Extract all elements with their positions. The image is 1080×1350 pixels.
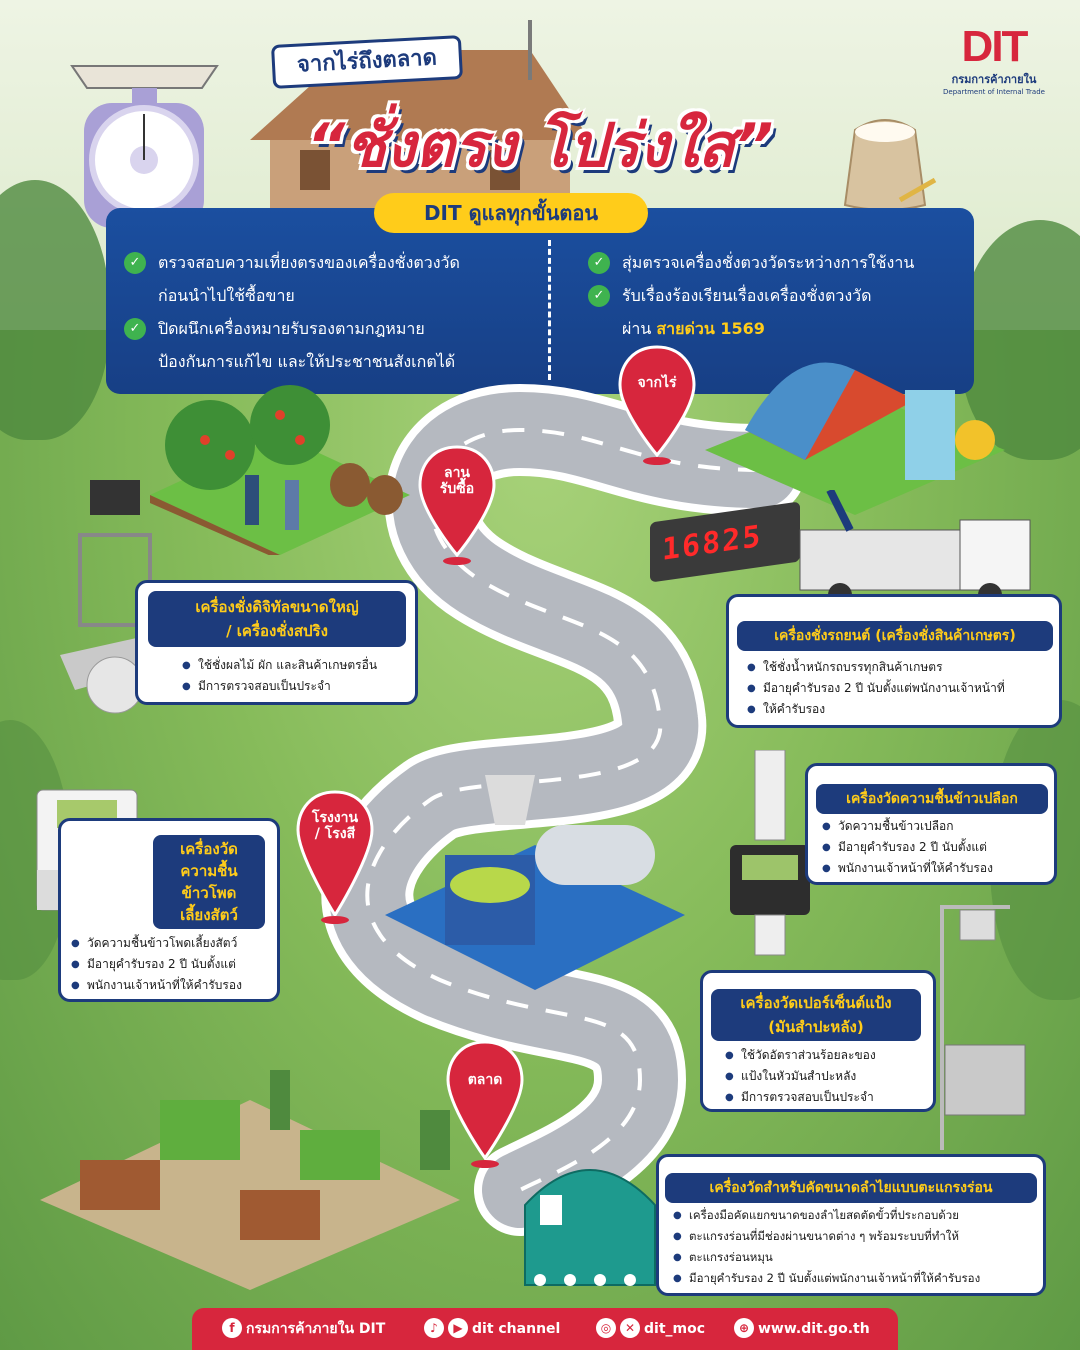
orchard-illustration (150, 385, 410, 555)
truck-scale-illustration (799, 490, 1031, 607)
check-icon: ✓ (124, 318, 146, 340)
list-item: มีการตรวจสอบเป็นประจำ (725, 1087, 931, 1108)
starch-scale-illustration (940, 905, 1026, 1150)
info-divider (548, 240, 551, 380)
check-icon: ✓ (124, 252, 146, 274)
info-item: ✓ ปิดผนึกเครื่องหมายรับรองตามกฎหมาย (124, 312, 544, 345)
list-item: ใช้วัดอัตราส่วนร้อยละของ (725, 1045, 931, 1066)
location-pin-yard: ลาน รับซื้อ (418, 445, 496, 565)
page-title: “ชั่งตรง โปร่งใส” (306, 111, 774, 181)
card-list: วัดความชื้นข้าวโพดเลี้ยงสัตว์ มีอายุคำรั… (71, 933, 277, 996)
facebook-icon: f (222, 1318, 242, 1338)
info-item: ✓ รับเรื่องร้องเรียนเรื่องเครื่องชั่งตวง… (588, 279, 968, 312)
list-item: มีอายุคำรับรอง 2 ปี นับตั้งแต่ (822, 837, 1054, 858)
list-item: เครื่องมือคัดแยกขนาดของลำไยสดตัดขั้วที่ป… (673, 1205, 1043, 1226)
tree-decoration (960, 220, 1080, 460)
x-icon: ✕ (620, 1318, 640, 1338)
location-pin-market: ตลาด (446, 1040, 524, 1168)
pin-label: โรงงาน / โรงสี (311, 810, 359, 842)
logo-thai-name: กรมการค้าภายใน (951, 73, 1037, 86)
list-item-continuation: ตะแกรงร่อนที่มีช่องผ่านขนาดต่าง ๆ พร้อมร… (673, 1226, 1043, 1247)
info-item: ✓ ตรวจสอบความเที่ยงตรงของเครื่องชั่งตวงว… (124, 246, 544, 279)
card-title: เครื่องวัดเปอร์เซ็นต์แป้ง (มันสำปะหลัง) (711, 989, 921, 1041)
list-item-continuation: พนักงานเจ้าหน้าที่ให้คำรับรอง (71, 975, 277, 996)
info-list-right: ✓ สุ่มตรวจเครื่องชั่งตวงวัดระหว่างการใช้… (588, 246, 968, 345)
pin-label: จากไร่ (637, 375, 677, 391)
youtube-icon: ▶ (448, 1318, 468, 1338)
map-pin-icon (296, 790, 374, 924)
card-list: ใช้ชั่งผลไม้ ผัก และสินค้าเกษตรอื่น มีกา… (182, 655, 412, 697)
list-item: วัดความชื้นข้าวโพดเลี้ยงสัตว์ (71, 933, 277, 954)
footer-web-link[interactable]: ⊕www.dit.go.th (734, 1318, 870, 1340)
list-item-continuation: ให้คำรับรอง (747, 699, 1057, 720)
logo-mark: DIT (961, 22, 1029, 71)
list-item: มีอายุคำรับรอง 2 ปี นับตั้งแต่พนักงานเจ้… (747, 678, 1057, 699)
location-pin-farm: จากไร่ (618, 345, 696, 465)
card-list: ใช้ชั่งน้ำหนักรถบรรทุกสินค้าเกษตร มีอายุ… (747, 657, 1057, 720)
card-digital-scale: เครื่องชั่งดิจิทัลขนาดใหญ่ / เครื่องชั่ง… (135, 580, 418, 705)
info-item-continuation: ป้องกันการแก้ไข และให้ประชาชนสังเกตได้ (158, 352, 456, 371)
list-item: มีการตรวจสอบเป็นประจำ (182, 676, 412, 697)
list-item-continuation: พนักงานเจ้าหน้าที่ให้คำรับรอง (822, 858, 1054, 879)
card-list: วัดความชื้นข้าวเปลือก มีอายุคำรับรอง 2 ป… (822, 816, 1054, 879)
list-item: มีอายุคำรับรอง 2 ปี นับตั้งแต่พนักงานเจ้… (673, 1268, 1043, 1289)
card-corn-moisture: เครื่องวัด ความชื้น ข้าวโพด เลี้ยงสัตว์ … (58, 818, 280, 1002)
list-item-continuation: แป้งในหัวมันสำปะหลัง (725, 1066, 931, 1087)
card-title: เครื่องชั่งดิจิทัลขนาดใหญ่ / เครื่องชั่ง… (148, 591, 406, 647)
logo-english-name: Department of Internal Trade (943, 88, 1045, 96)
dit-logo: DIT กรมการค้าภายใน Department of Interna… (934, 22, 1054, 97)
footer-social-link[interactable]: ◎✕dit_moc (596, 1318, 705, 1340)
info-item-continuation: ผ่าน สายด่วน 1569 (622, 319, 765, 338)
pin-label: ตลาด (467, 1072, 503, 1088)
map-pin-icon (418, 445, 496, 565)
list-item: ใช้ชั่งน้ำหนักรถบรรทุกสินค้าเกษตร (747, 657, 1057, 678)
weight-display-value: 16825 (662, 518, 763, 568)
list-item: ใช้ชั่งผลไม้ ผัก และสินค้าเกษตรอื่น (182, 655, 412, 676)
card-starch-meter: เครื่องวัดเปอร์เซ็นต์แป้ง (มันสำปะหลัง) … (700, 970, 936, 1112)
factory-illustration (385, 775, 685, 990)
market-illustration (40, 1070, 460, 1290)
info-heading: DIT ดูแลทุกขั้นตอน (374, 193, 648, 233)
card-truck-scale: เครื่องชั่งรถยนต์ (เครื่องชั่งสินค้าเกษต… (726, 594, 1062, 728)
map-pin-icon (446, 1040, 524, 1168)
longan-sorter-illustration (524, 1169, 656, 1286)
card-list: ใช้วัดอัตราส่วนร้อยละของ แป้งในหัวมันสำป… (725, 1045, 931, 1108)
card-title: เครื่องวัดความชื้นข้าวเปลือก (816, 784, 1048, 814)
card-title: เครื่องวัดสำหรับคัดขนาดลำไยแบบตะแกรงร่อน (665, 1173, 1037, 1203)
check-icon: ✓ (588, 285, 610, 307)
card-longan-sorter: เครื่องวัดสำหรับคัดขนาดลำไยแบบตะแกรงร่อน… (656, 1154, 1046, 1296)
card-list: เครื่องมือคัดแยกขนาดของลำไยสดตัดขั้วที่ป… (673, 1205, 1043, 1289)
rice-sack-icon (843, 119, 937, 211)
kitchen-scale-icon (70, 65, 219, 228)
hotline-number: สายด่วน 1569 (656, 319, 765, 338)
footer-youtube-link[interactable]: ♪▶dit channel (424, 1318, 560, 1340)
location-pin-factory: โรงงาน / โรงสี (296, 790, 374, 924)
pin-label: ลาน รับซื้อ (439, 465, 475, 497)
list-item-continuation: ตะแกรงร่อนหมุน (673, 1247, 1043, 1268)
info-item: ✓ สุ่มตรวจเครื่องชั่งตวงวัดระหว่างการใช้… (588, 246, 968, 279)
barn-illustration (705, 362, 1005, 515)
info-list-left: ✓ ตรวจสอบความเที่ยงตรงของเครื่องชั่งตวงว… (124, 246, 544, 378)
globe-icon: ⊕ (734, 1318, 754, 1338)
info-item-continuation: ก่อนนำไปใช้ซื้อขาย (158, 286, 295, 305)
paddy-moisture-meter-illustration (730, 750, 810, 956)
card-paddy-moisture: เครื่องวัดความชื้นข้าวเปลือก วัดความชื้น… (805, 763, 1057, 885)
list-item: มีอายุคำรับรอง 2 ปี นับตั้งแต่ (71, 954, 277, 975)
check-icon: ✓ (588, 252, 610, 274)
list-item: วัดความชื้นข้าวเปลือก (822, 816, 1054, 837)
card-title: เครื่องวัด ความชื้น ข้าวโพด เลี้ยงสัตว์ (153, 835, 265, 929)
instagram-icon: ◎ (596, 1318, 616, 1338)
tiktok-icon: ♪ (424, 1318, 444, 1338)
card-title: เครื่องชั่งรถยนต์ (เครื่องชั่งสินค้าเกษต… (737, 621, 1053, 651)
map-pin-icon (618, 345, 696, 465)
